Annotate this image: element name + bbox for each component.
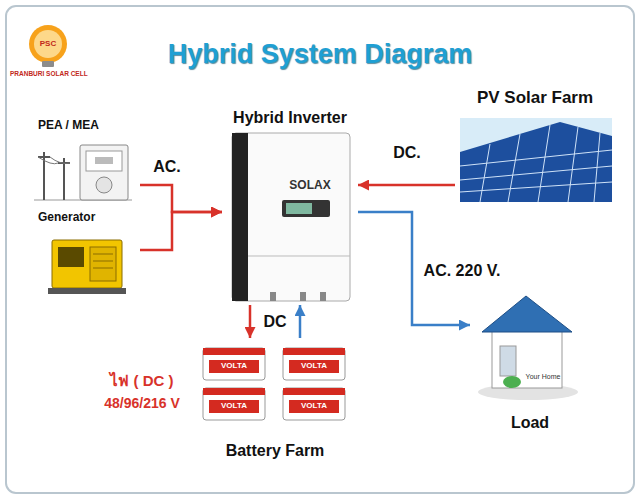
battery-bank [203, 348, 345, 420]
battery-brand: VOLTA [221, 401, 247, 411]
battery-bank-part-part [203, 388, 265, 420]
battery-bank-part-part [209, 400, 259, 413]
node-label: Load [511, 413, 549, 432]
battery-bank-part-part [203, 348, 265, 380]
grid-pole-meter-part [63, 158, 65, 200]
battery-bank-part-part [203, 388, 265, 395]
generator-picture-part [52, 240, 122, 288]
generator-picture-part [93, 254, 113, 255]
generator-picture-part [93, 261, 113, 262]
solar-panels-part [460, 118, 612, 202]
grid-pole-meter-part [38, 157, 70, 164]
node-label: Battery Farm [226, 441, 325, 460]
battery-bank-part-part [203, 348, 265, 355]
battery-brand: VOLTA [301, 361, 327, 371]
frame [6, 6, 634, 493]
battery-bank-part-part [209, 360, 259, 373]
brand-name: SOLAX [289, 178, 330, 192]
power-connector [140, 212, 222, 250]
house-picture-part [503, 376, 521, 388]
battery-brand: VOLTA [221, 361, 247, 371]
inverter-picture [232, 133, 350, 301]
company-name: PRANBURI SOLAR CELL [10, 70, 88, 78]
battery-brand: VOLTA [301, 401, 327, 411]
solar-panels-part-part [508, 134, 520, 202]
battery-bank-part-part [283, 388, 345, 395]
edge-label: AC. 220 V. [422, 261, 503, 280]
power-connector [249, 305, 252, 338]
battery-bank-part [283, 348, 345, 380]
edge-label: AC. [151, 157, 183, 176]
power-connector [299, 305, 302, 338]
generator-node: Generator [30, 210, 140, 300]
inverter-picture-part [270, 292, 276, 301]
edge-label: DC. [391, 143, 423, 162]
inverter-node: Hybrid Inverter [222, 108, 358, 305]
house-picture-part [492, 326, 562, 388]
grid-source-node: PEA / MEA [30, 118, 140, 205]
inverter-picture-part [232, 133, 248, 301]
grid-pole-meter-part [95, 157, 113, 164]
generator-picture-part [48, 288, 126, 294]
grid-pole-meter-part [86, 151, 122, 171]
edge-label: DC [261, 312, 288, 331]
grid-pole-meter [34, 145, 132, 200]
solar-panels-part-part [460, 166, 612, 180]
battery-voltage-note: ไฟ ( DC ) [110, 372, 173, 390]
node-label: PV Solar Farm [477, 88, 593, 108]
solar-panels-part-part [460, 150, 612, 166]
battery-bank-part-part [283, 348, 345, 380]
battery-bank-part-part [283, 388, 345, 420]
inverter-picture-part [248, 256, 350, 257]
node-label: PEA / MEA [38, 118, 99, 132]
battery-node: Battery Farm [195, 338, 355, 460]
solar-panels-part [460, 125, 612, 202]
generator-picture [48, 240, 126, 294]
battery-bank-part [283, 388, 345, 420]
solar-panels-part-part [568, 127, 578, 202]
power-connector [140, 185, 222, 212]
inverter-picture-part [282, 200, 330, 217]
node-label: Hybrid Inverter [233, 108, 347, 127]
load-node: Load [470, 285, 590, 432]
logo-bulb-part [34, 30, 62, 58]
logo-bulb-part [29, 25, 67, 63]
inverter-picture-part [320, 292, 326, 301]
battery-bank-part-part [289, 400, 339, 413]
power-connector [358, 184, 455, 187]
battery-bank-part [203, 388, 265, 420]
solar-panels-part [460, 122, 612, 202]
battery-bank-part [203, 348, 265, 380]
inverter-picture-part [286, 203, 312, 214]
grid-pole-meter-part [80, 145, 128, 200]
house-sign: Your Home [526, 373, 561, 381]
battery-voltage-note: 48/96/216 V [104, 395, 180, 412]
logo-text: PSC [40, 39, 56, 49]
generator-picture-part [93, 268, 113, 269]
solar-farm-node: PV Solar Farm [455, 88, 615, 205]
generator-picture-part [90, 247, 116, 281]
battery-bank-part-part [289, 360, 339, 373]
generator-picture-part [58, 247, 84, 267]
house-picture-part [482, 296, 572, 332]
logo-bulb [29, 25, 67, 67]
solar-panels-part-part [538, 125, 550, 202]
inverter-picture-part [300, 292, 306, 301]
grid-pole-meter-part [43, 152, 45, 200]
logo-bulb-part [42, 61, 54, 67]
solar-panels-part-part [594, 133, 600, 202]
grid-pole-meter-part [96, 177, 112, 193]
house-picture [478, 296, 578, 400]
house-picture-part [500, 346, 516, 376]
inverter-picture-part [232, 133, 350, 301]
node-label: Generator [38, 210, 95, 224]
solar-panels-part-part [480, 144, 490, 202]
solar-panels [460, 118, 612, 202]
battery-bank-part-part [283, 348, 345, 355]
diagram-title: Hybrid System Diagram [0, 38, 640, 70]
